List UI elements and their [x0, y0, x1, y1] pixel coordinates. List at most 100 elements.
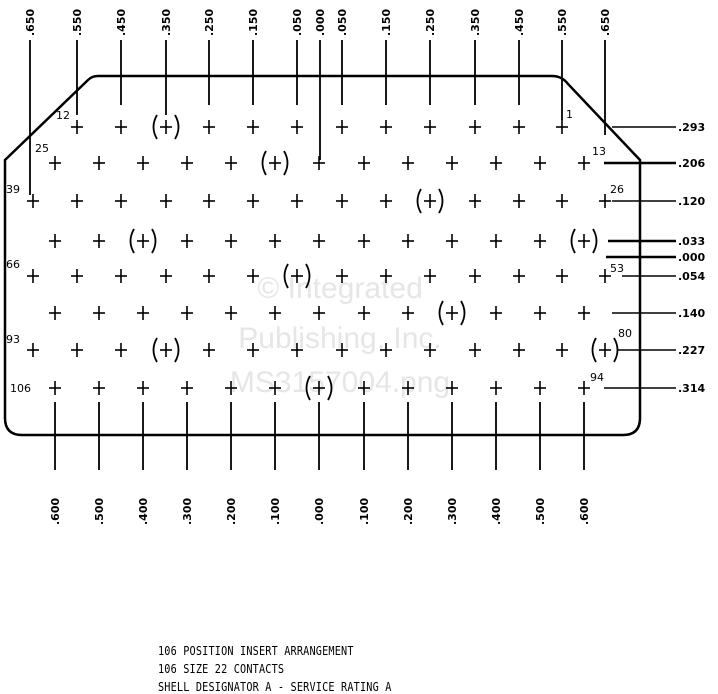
- top-dimension-label: .350: [160, 9, 173, 36]
- contact-position: [291, 120, 303, 134]
- top-dimension-label: .550: [71, 9, 84, 36]
- contact-position: [380, 343, 392, 357]
- right-dimension-label: .293: [678, 121, 705, 134]
- contact-position: [27, 194, 39, 208]
- contact-position: [358, 156, 370, 170]
- top-dimension-label: .350: [469, 9, 482, 36]
- caption-line-3: SHELL DESIGNATOR A - SERVICE RATING A: [158, 680, 392, 694]
- bottom-dimension-label: .000: [313, 498, 326, 525]
- contact-position: [291, 194, 303, 208]
- position-number: 26: [610, 183, 624, 196]
- contact-position: [225, 234, 237, 248]
- contact-position: [269, 381, 281, 395]
- bottom-dimension-label: .300: [181, 498, 194, 525]
- top-dimension-label: .000: [314, 9, 327, 36]
- contact-position: [358, 381, 370, 395]
- contact-position: [129, 228, 157, 254]
- contact-position: [591, 337, 619, 363]
- contact-position: [93, 381, 105, 395]
- contact-position: [556, 269, 568, 283]
- contact-position: [71, 194, 83, 208]
- contact-position: [358, 306, 370, 320]
- guide-pin-bracket: [129, 228, 135, 254]
- contact-position: [490, 156, 502, 170]
- contact-position: [261, 150, 289, 176]
- caption-line-1: 106 POSITION INSERT ARRANGEMENT: [158, 644, 354, 658]
- guide-pin-bracket: [592, 228, 598, 254]
- top-dimension-label: .250: [203, 9, 216, 36]
- contact-position: [599, 194, 611, 208]
- bottom-dimension-label: .100: [358, 498, 371, 525]
- contact-position: [402, 156, 414, 170]
- contact-position: [313, 234, 325, 248]
- bottom-dimension-label: .400: [490, 498, 503, 525]
- contact-position: [402, 381, 414, 395]
- bottom-dimension-label: .600: [49, 498, 62, 525]
- bottom-dimension-label: .500: [93, 498, 106, 525]
- contact-position: [336, 194, 348, 208]
- contact-position: [115, 343, 127, 357]
- contact-position: [578, 306, 590, 320]
- position-number: 106: [10, 382, 31, 395]
- position-number: 12: [56, 109, 70, 122]
- contact-position: [599, 269, 611, 283]
- contact-position: [181, 156, 193, 170]
- contact-position: [556, 120, 568, 134]
- top-dimension-label: .550: [556, 9, 569, 36]
- contact-position: [416, 188, 444, 214]
- contact-position: [93, 306, 105, 320]
- contact-position: [247, 194, 259, 208]
- top-dimension-label: .150: [247, 9, 260, 36]
- contact-position: [556, 194, 568, 208]
- caption-line-2: 106 SIZE 22 CONTACTS: [158, 662, 285, 676]
- contact-position: [181, 381, 193, 395]
- contact-position: [247, 120, 259, 134]
- contact-position: [446, 381, 458, 395]
- contact-position: [578, 381, 590, 395]
- contact-position: [49, 156, 61, 170]
- contact-position: [71, 120, 83, 134]
- contact-position: [438, 300, 466, 326]
- top-dimension-label: .050: [291, 9, 304, 36]
- contact-position: [93, 156, 105, 170]
- contact-position: [203, 269, 215, 283]
- contact-position: [469, 343, 481, 357]
- contact-position: [513, 120, 525, 134]
- guide-pin-bracket: [261, 150, 267, 176]
- contact-position: [269, 234, 281, 248]
- contact-position: [247, 269, 259, 283]
- right-dimension-label: .227: [678, 344, 705, 357]
- bottom-dimension-label: .300: [446, 498, 459, 525]
- guide-pin-bracket: [305, 263, 311, 289]
- guide-pin-bracket: [438, 188, 444, 214]
- contact-position: [115, 120, 127, 134]
- guide-pin-bracket: [174, 114, 180, 140]
- contact-position: [513, 343, 525, 357]
- contact-position: [203, 343, 215, 357]
- contact-position: [513, 269, 525, 283]
- contact-position: [424, 120, 436, 134]
- contact-position: [283, 263, 311, 289]
- contact-position: [27, 269, 39, 283]
- contact-position: [336, 269, 348, 283]
- contact-position: [380, 269, 392, 283]
- bottom-dimension-label: .200: [402, 498, 415, 525]
- contact-position: [137, 381, 149, 395]
- bottom-dimension-label: .400: [137, 498, 150, 525]
- guide-pin-bracket: [152, 337, 158, 363]
- top-dimension-label: .450: [115, 9, 128, 36]
- top-dimension-label: .150: [380, 9, 393, 36]
- guide-pin-bracket: [305, 375, 311, 401]
- contact-position: [313, 156, 325, 170]
- contact-position: [225, 306, 237, 320]
- contact-position: [291, 343, 303, 357]
- watermark-text: © Integrated: [257, 272, 423, 305]
- contact-position: [490, 381, 502, 395]
- contact-position: [247, 343, 259, 357]
- contact-position: [490, 306, 502, 320]
- contact-position: [181, 306, 193, 320]
- contact-position: [424, 343, 436, 357]
- contact-position: [534, 381, 546, 395]
- contact-position: [469, 269, 481, 283]
